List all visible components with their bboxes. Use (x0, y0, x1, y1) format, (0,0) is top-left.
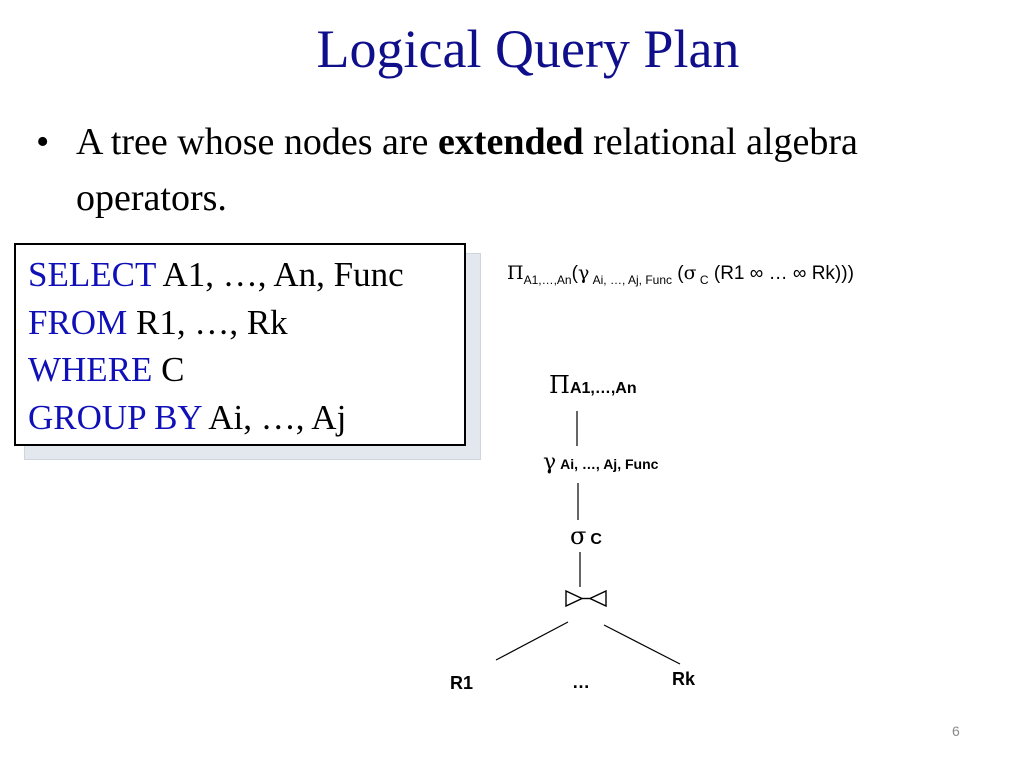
tree-selection-symbol: σ (570, 522, 587, 550)
sql-select-columns: A1, …, An, Func (155, 255, 404, 294)
sql-groupby-columns: Ai, …, Aj (201, 398, 347, 437)
tree-grouping-node: γ Ai, …, Aj, Func (543, 450, 658, 475)
sql-from-tables: R1, …, Rk (127, 303, 288, 342)
tree-grouping-label: Ai, …, Aj, Func (560, 456, 659, 472)
grouping-symbol: γ (577, 262, 590, 284)
selection-subscript: C (696, 272, 709, 287)
formula-join-relations: (R1 ∞ … ∞ Rk))) (708, 263, 854, 284)
page-number: 6 (952, 723, 960, 739)
slide-title: Logical Query Plan (316, 19, 740, 79)
sql-from-line: FROM R1, …, Rk (28, 303, 288, 343)
bullet-text-bold: extended (437, 121, 584, 163)
selection-symbol: σ (683, 262, 697, 284)
tree-selection-label: C (590, 531, 602, 548)
sql-select-line: SELECT A1, …, An, Func (28, 255, 404, 295)
bullet-dot: • (36, 121, 50, 163)
grouping-subscript: Ai, …, Aj, Func (589, 272, 672, 287)
tree-leaf-ellipsis: … (572, 672, 590, 692)
bullet-text: A tree whose nodes are extended relation… (76, 114, 936, 226)
sql-where-condition: C (152, 350, 185, 389)
join-icon (565, 589, 607, 608)
sql-from-keyword: FROM (28, 303, 128, 342)
tree-projection-label: A1,…,An (569, 380, 637, 397)
formula-open-paren-2: ( (672, 263, 684, 284)
tree-grouping-symbol: γ (543, 450, 557, 475)
projection-symbol: Π (507, 262, 524, 284)
sql-groupby-keyword: GROUP BY (28, 398, 202, 437)
tree-projection-symbol: Π (549, 371, 570, 399)
tree-projection-node: ΠA1,…,An (549, 371, 637, 399)
bullet-text-end: relational algebra operators. (76, 121, 858, 219)
tree-leaf-r1: R1 (450, 673, 474, 693)
edge-join-r1 (495, 621, 569, 661)
sql-groupby-line: GROUP BY Ai, …, Aj (28, 398, 346, 438)
formula-open-paren: ( (571, 263, 578, 284)
relational-algebra-formula: ΠA1,…,An(γ Ai, …, Aj, Func (σ C (R1 ∞ … … (507, 262, 854, 287)
sql-select-keyword: SELECT (28, 255, 156, 294)
sql-query-box: SELECT A1, …, An, Func FROM R1, …, Rk WH… (14, 243, 466, 446)
edge-join-rk (603, 624, 681, 665)
projection-subscript: A1,…,An (523, 272, 572, 287)
tree-leaf-rk: Rk (672, 669, 696, 689)
sql-where-keyword: WHERE (28, 350, 153, 389)
bullet-text-start: A tree whose nodes are (76, 121, 438, 163)
sql-where-line: WHERE C (28, 350, 185, 390)
tree-selection-node: σ C (570, 522, 602, 550)
